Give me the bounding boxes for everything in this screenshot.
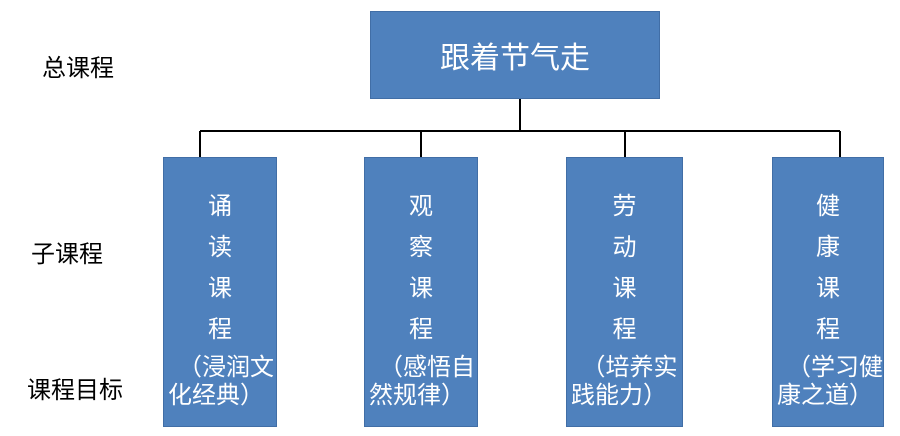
child-course-box-2: 观察课程 （感悟自 然规律）	[364, 157, 478, 427]
child-course-goal: （感悟自 然规律）	[369, 353, 475, 409]
title-char: 康	[816, 233, 840, 261]
row-label-course-goal: 课程目标	[27, 376, 123, 404]
title-char: 动	[612, 233, 637, 261]
root-course-label: 跟着节气走	[440, 41, 590, 76]
goal-line-2: 康之道）	[777, 381, 873, 409]
title-char: 程	[612, 315, 637, 343]
title-char: 察	[409, 233, 433, 261]
title-char: 程	[816, 315, 840, 343]
title-char: 健	[816, 192, 840, 220]
row-label-sub-course: 子课程	[31, 240, 103, 268]
title-char: 诵	[208, 192, 232, 220]
child-course-title: 诵读课程	[164, 186, 276, 350]
goal-line-2: 然规律）	[369, 381, 465, 409]
goal-line-2: 化经典）	[168, 381, 264, 409]
goal-line-2: 践能力）	[571, 381, 667, 409]
root-course-box: 跟着节气走	[370, 11, 660, 99]
child-course-goal: （学习健 康之道）	[777, 353, 883, 409]
title-char: 观	[409, 192, 433, 220]
title-char: 课	[816, 274, 840, 302]
child-course-goal: （培养实 践能力）	[571, 353, 678, 409]
child-course-title: 观察课程	[365, 186, 477, 350]
row-label-total-course: 总课程	[42, 54, 114, 82]
title-char: 程	[409, 315, 433, 343]
child-course-goal: （浸润文 化经典）	[168, 353, 274, 409]
child-course-box-3: 劳动课程 （培养实 践能力）	[566, 157, 683, 427]
title-char: 劳	[612, 192, 637, 220]
title-char: 读	[208, 233, 232, 261]
title-char: 程	[208, 315, 232, 343]
goal-line-1: （学习健	[787, 353, 883, 381]
child-course-box-1: 诵读课程 （浸润文 化经典）	[163, 157, 277, 427]
title-char: 课	[612, 274, 637, 302]
goal-line-1: （感悟自	[379, 353, 475, 381]
child-course-title: 劳动课程	[567, 186, 682, 350]
child-course-box-4: 健康课程 （学习健 康之道）	[772, 157, 884, 427]
child-course-title: 健康课程	[773, 186, 883, 350]
goal-line-1: （培养实	[581, 353, 678, 381]
goal-line-1: （浸润文	[178, 353, 274, 381]
title-char: 课	[409, 274, 433, 302]
title-char: 课	[208, 274, 232, 302]
